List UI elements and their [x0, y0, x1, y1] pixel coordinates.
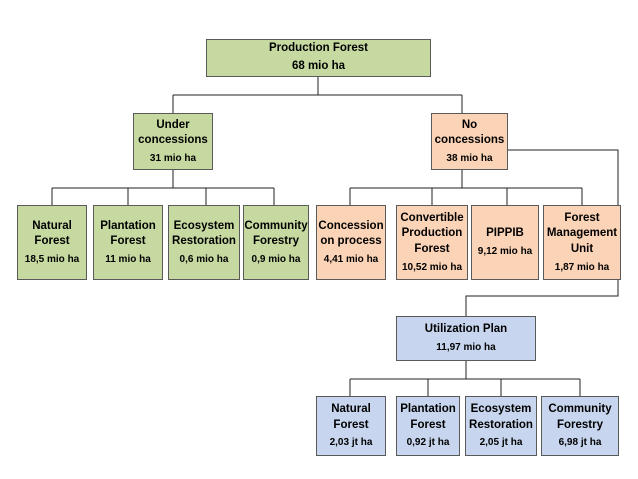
forest-management-unit-line2: Management [546, 227, 618, 240]
util-natural-forest-value: 2,03 jt ha [329, 437, 373, 449]
util-plantation-forest-line2: Forest [410, 418, 446, 431]
production-forest-value: 68 mio ha [291, 60, 346, 72]
community-forestry-box: Community Forestry 0,9 mio ha [243, 205, 309, 280]
util-ecosystem-restoration-value: 2,05 jt ha [479, 437, 523, 449]
forest-management-unit-line3: Unit [570, 243, 594, 255]
plantation-forest-box: Plantation Forest 11 mio ha [93, 205, 163, 280]
convertible-production-forest-box: Convertible Production Forest 10,52 mio … [396, 205, 468, 280]
utilization-plan-title: Utilization Plan [424, 323, 508, 336]
under-concessions-value: 31 mio ha [149, 152, 197, 164]
ecosystem-restoration-line2: Restoration [172, 235, 236, 248]
util-ecosystem-restoration-box: Ecosystem Restoration 2,05 jt ha [465, 396, 537, 456]
natural-forest-box: Natural Forest 18,5 mio ha [17, 205, 87, 280]
plantation-forest-value: 11 mio ha [105, 253, 151, 265]
util-ecosystem-restoration-line2: Restoration [469, 418, 533, 431]
no-concessions-line2: concessions [434, 134, 505, 147]
util-community-forestry-line2: Forestry [556, 418, 604, 431]
util-plantation-forest-line1: Plantation [400, 403, 456, 416]
forest-management-unit-value: 1,87 mio ha [554, 261, 610, 273]
util-plantation-forest-box: Plantation Forest 0,92 jt ha [396, 396, 460, 456]
ecosystem-restoration-line1: Ecosystem [173, 219, 235, 232]
util-natural-forest-line2: Forest [333, 418, 369, 431]
utilization-plan-value: 11,97 mio ha [436, 342, 496, 353]
community-forestry-line2: Forestry [252, 235, 300, 248]
pippib-value: 9,12 mio ha [477, 246, 533, 257]
convertible-production-forest-line2: Production [401, 227, 463, 240]
utilization-plan-box: Utilization Plan 11,97 mio ha [396, 316, 536, 361]
pippib-line1: PIPPIB [486, 227, 524, 240]
forest-management-unit-box: Forest Management Unit 1,87 mio ha [543, 205, 621, 280]
production-forest-title: Production Forest [268, 42, 369, 55]
pippib-box: PIPPIB 9,12 mio ha [471, 205, 539, 280]
forest-management-unit-line1: Forest [564, 211, 600, 224]
util-community-forestry-value: 6,98 jt ha [558, 437, 602, 449]
no-concessions-box: No concessions 38 mio ha [431, 113, 508, 170]
natural-forest-line1: Natural [32, 219, 72, 232]
ecosystem-restoration-value: 0,6 mio ha [179, 253, 229, 265]
util-natural-forest-line1: Natural [331, 403, 371, 416]
no-concessions-line1: No [461, 118, 478, 131]
community-forestry-value: 0,9 mio ha [251, 253, 301, 265]
plantation-forest-line1: Plantation [100, 219, 156, 232]
plantation-forest-line2: Forest [110, 235, 146, 248]
util-community-forestry-box: Community Forestry 6,98 jt ha [541, 396, 619, 456]
no-concessions-value: 38 mio ha [446, 152, 493, 164]
community-forestry-line1: Community [244, 219, 308, 232]
convertible-production-forest-value: 10,52 mio ha [401, 261, 463, 273]
concession-on-process-line2: on process [320, 235, 382, 248]
under-concessions-line1: Under [156, 118, 190, 131]
util-ecosystem-restoration-line1: Ecosystem [470, 403, 532, 416]
util-plantation-forest-value: 0,92 jt ha [406, 437, 450, 449]
util-natural-forest-box: Natural Forest 2,03 jt ha [316, 396, 386, 456]
convertible-production-forest-line3: Forest [414, 243, 450, 255]
natural-forest-value: 18,5 mio ha [24, 253, 80, 265]
concession-on-process-box: Concession on process 4,41 mio ha [316, 205, 386, 280]
util-community-forestry-line1: Community [548, 403, 612, 416]
under-concessions-box: Under concessions 31 mio ha [133, 113, 213, 170]
concession-on-process-line1: Concession [318, 219, 384, 232]
under-concessions-line2: concessions [138, 134, 208, 147]
convertible-production-forest-line1: Convertible [400, 211, 464, 224]
natural-forest-line2: Forest [34, 235, 70, 248]
production-forest-box: Production Forest 68 mio ha [206, 39, 431, 77]
concession-on-process-value: 4,41 mio ha [323, 253, 379, 265]
ecosystem-restoration-box: Ecosystem Restoration 0,6 mio ha [168, 205, 240, 280]
